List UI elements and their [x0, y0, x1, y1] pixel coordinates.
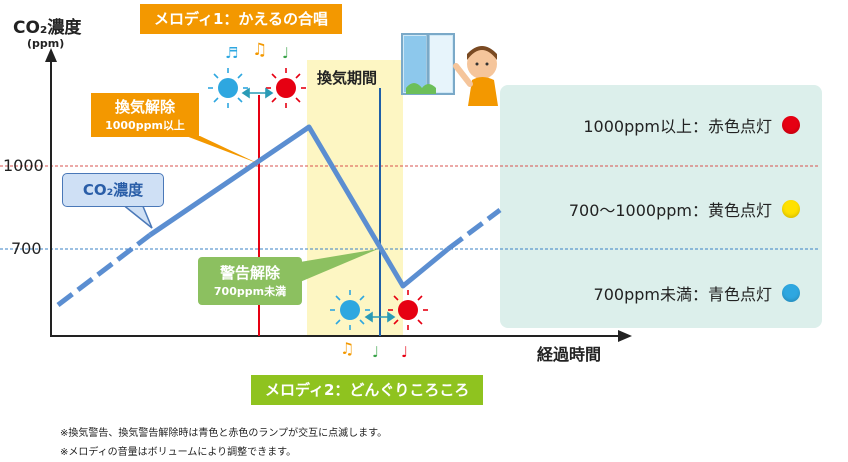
- callout-release-title: 換気解除: [114, 98, 175, 116]
- legend-row-blue: 700ppm未満：青色点灯: [500, 278, 800, 308]
- x-axis-title: 経過時間: [537, 345, 602, 364]
- callout-warning-sub: 700ppm未満: [213, 285, 287, 298]
- legend-text-blue: 700ppm未満：青色点灯: [593, 285, 772, 304]
- footnote-2: ※メロディの音量はボリュームにより調整できます。: [60, 447, 297, 458]
- y-tick-1000: 1000: [3, 156, 44, 175]
- lamp-pair-top: [208, 68, 306, 108]
- callout-release-sub: 1000ppm以上: [105, 119, 185, 132]
- y-tick-700: 700: [11, 239, 42, 258]
- callout-warning-release: 警告解除 700ppm未満: [198, 257, 302, 305]
- legend-text-yellow: 700〜1000ppm：黄色点灯: [568, 201, 772, 220]
- music-note-icon: ♫: [340, 339, 355, 358]
- window-boy-illustration: [401, 33, 498, 106]
- yellow-lamp-icon: [782, 200, 800, 218]
- red-lamp-icon: [398, 300, 418, 320]
- callout-release-pointer: [186, 136, 257, 163]
- music-note-icon: ♩: [401, 343, 409, 361]
- melody1-banner: メロディ1：かえるの合唱: [140, 4, 342, 34]
- melody2-banner: メロディ2：どんぐりころころ: [251, 375, 484, 405]
- y-axis-unit: (ppm): [27, 37, 65, 50]
- music-note-icon: ♩: [372, 343, 380, 361]
- double-arrow-icon: [241, 87, 274, 99]
- y-axis-arrow-icon: [45, 48, 57, 62]
- legend-row-yellow: 700〜1000ppm：黄色点灯: [500, 194, 800, 224]
- blue-lamp-icon: [340, 300, 360, 320]
- x-axis-arrow-icon: [618, 330, 632, 342]
- music-note-icon: ♫: [252, 40, 268, 60]
- legend-row-red: 1000ppm以上：赤色点灯: [500, 110, 800, 140]
- footnote-1: ※換気警告、換気警告解除時は青色と赤色のランプが交互に点滅します。: [60, 428, 388, 439]
- co2-line-dashed-end: [446, 208, 502, 251]
- footnotes: ※換気警告、換気警告解除時は青色と赤色のランプが交互に点滅します。 ※メロディの…: [60, 424, 387, 462]
- legend-panel: [500, 85, 822, 328]
- callout-co2: CO₂濃度: [62, 173, 164, 207]
- callout-co2-title: CO₂濃度: [82, 181, 144, 199]
- co2-line: [148, 124, 450, 289]
- blue-lamp-icon: [218, 78, 238, 98]
- ventilation-period-label: 換気期間: [317, 69, 378, 87]
- music-note-icon: ♬: [225, 44, 239, 62]
- legend-text-red: 1000ppm以上：赤色点灯: [583, 117, 772, 136]
- lamp-pair-bottom: [330, 290, 428, 330]
- co2-line-dashed-start: [56, 233, 152, 307]
- callout-co2-pointer: [119, 203, 153, 229]
- blue-lamp-icon: [782, 284, 800, 302]
- double-arrow-icon: [364, 311, 396, 323]
- callout-warning-pointer: [300, 249, 378, 282]
- callout-ventilation-release: 換気解除 1000ppm以上: [91, 93, 199, 137]
- red-lamp-icon: [782, 116, 800, 134]
- y-axis-title: CO₂濃度: [13, 18, 82, 38]
- ventilation-period-band: [307, 60, 403, 336]
- music-note-icon: ♩: [282, 44, 290, 62]
- callout-warning-title: 警告解除: [219, 264, 280, 282]
- red-lamp-icon: [276, 78, 296, 98]
